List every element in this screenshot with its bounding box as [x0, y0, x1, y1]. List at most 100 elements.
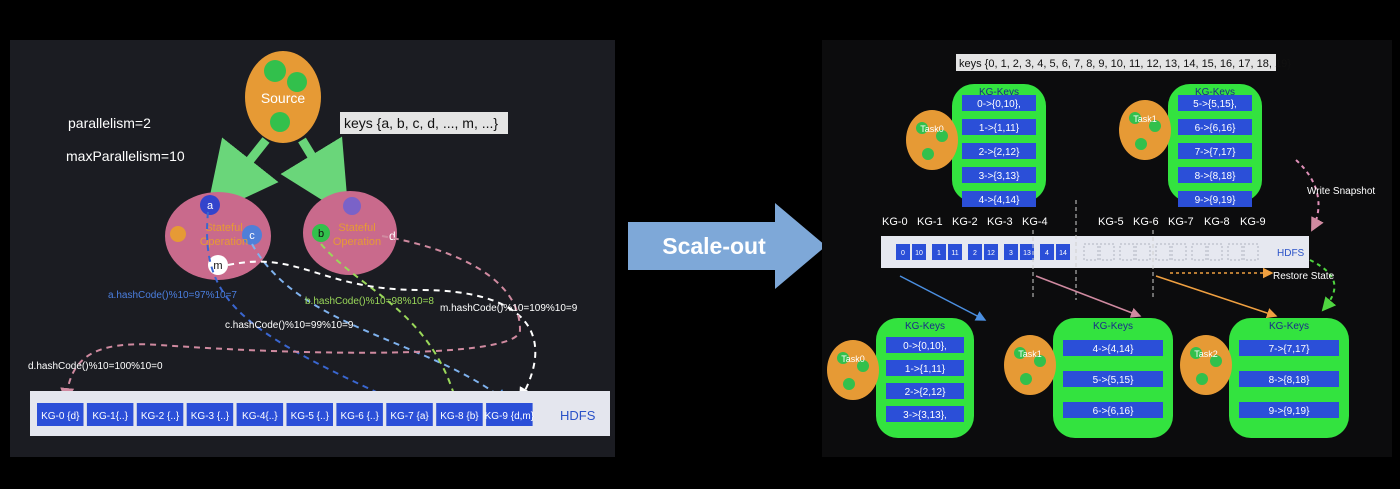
kg-key-row-label: 7->{7,17} [1195, 147, 1237, 158]
left-panel: Source parallelism=2 maxParallelism=10 k… [10, 40, 615, 457]
hdfs-empty-cell [1155, 243, 1171, 261]
right-hdfs-label: HDFS [1277, 248, 1305, 259]
kg-keys-title: KG-Keys [1093, 321, 1133, 332]
task-group-top-task0: KG-Keys0->{0,10},1->{1,11}2->{2,12}3->{3… [906, 84, 1046, 207]
hdfs-empty-cell [1099, 243, 1115, 261]
kg-label: KG-6 [1133, 216, 1159, 228]
kg-key-row-label: 3->{3,13}, [903, 410, 947, 421]
kg-cell: KG-9 {d,m} [485, 403, 535, 426]
kg-key-row-label: 5->{5,15} [1093, 375, 1135, 386]
hdfs-cell-label: 1 [937, 250, 941, 257]
kg-cell: KG-7 {a} [386, 403, 433, 426]
kg-key-row-label: 4->{4,14} [1093, 344, 1135, 355]
kg-key-row [962, 191, 1036, 207]
task-node: Task0 [827, 340, 879, 400]
kg-keys-title: KG-Keys [979, 87, 1019, 98]
restore-line-task2 [1155, 275, 1278, 319]
key-c-badge: c [249, 230, 255, 242]
kg-keys-title: KG-Keys [1195, 87, 1235, 98]
kg-label: KG-0 [882, 216, 908, 228]
kg-label: KG-3 [987, 216, 1013, 228]
source-to-op2-arrow [280, 136, 349, 217]
task-node: Task0 [906, 110, 958, 170]
hdfs-empty-cell [1227, 243, 1243, 261]
kg-cell-label: KG-7 {a} [390, 411, 429, 422]
kg-label: KG-1 [917, 216, 943, 228]
kg-key-row [886, 383, 964, 399]
key-a-badge: a [207, 200, 214, 212]
source-node: Source [245, 51, 321, 143]
kg-key-row-label: 8->{8,18} [1195, 171, 1237, 182]
kg-key-row [962, 143, 1036, 159]
key-b-badge: b [318, 228, 324, 240]
op1-label-line2: Operation [200, 236, 248, 248]
right-panel: keys {0, 1, 2, 3, 4, 5, 6, 7, 8, 9, 10, … [822, 40, 1392, 457]
kg-key-row-label: 0->{0,10}, [903, 341, 947, 352]
task-label: Task2 [1194, 349, 1218, 359]
kg-key-row [1063, 340, 1163, 356]
kg-cell-label: KG-2 {..} [141, 411, 180, 422]
kg-key-row-label: 1->{1,11} [905, 364, 946, 375]
max-parallelism-label: maxParallelism=10 [66, 148, 185, 164]
hdfs-cell [912, 244, 926, 260]
kg-label: KG-4 [1022, 216, 1048, 228]
hdfs-empty-cell [1083, 243, 1099, 261]
hdfs-cell-label: 3 [1009, 250, 1013, 257]
kg-label: KG-9 [1240, 216, 1266, 228]
right-hdfs-empty-cells [1083, 243, 1259, 261]
hdfs-cell [948, 244, 962, 260]
kg-key-row-label: 9->{9,19} [1195, 195, 1237, 206]
hdfs-cell-label: 0 [901, 250, 905, 257]
hdfs-cell-label: 11 [951, 250, 958, 257]
kg-cell-label: KG-8 {b} [440, 411, 479, 422]
kg-key-row-label: 6->{6,16} [1195, 123, 1237, 134]
kg-key-row-label: 2->{2,12} [979, 147, 1021, 158]
kg-cell-label: KG-3 {..} [191, 411, 230, 422]
kg-key-row-label: 6->{6,16} [1093, 406, 1135, 417]
scale-out-label: Scale-out [662, 233, 766, 259]
hash-a-label: a.hashCode()%10=97%10=7 [108, 290, 237, 301]
hdfs-empty-cell [1191, 243, 1207, 261]
kg-key-row-label: 8->{8,18} [1269, 375, 1311, 386]
keys-label: keys {a, b, c, d, ..., m, ...} [344, 115, 498, 131]
kg-cell-label: KG-0 {d} [41, 411, 80, 422]
route-c [251, 243, 509, 404]
kg-label: KG-2 [952, 216, 978, 228]
hdfs-cell-label: 10 [915, 250, 923, 257]
task-group-top-task1: KG-Keys5->{5,15},6->{6,16}7->{7,17}8->{8… [1119, 84, 1262, 207]
kg-key-row [1063, 371, 1163, 387]
hdfs-cell [1040, 244, 1054, 260]
hdfs-empty-cell [1207, 243, 1223, 261]
kg-cell: KG-1{..} [86, 403, 134, 426]
hdfs-cell [896, 244, 910, 260]
task-label: Task1 [1133, 114, 1157, 124]
hdfs-empty-cell [1119, 243, 1135, 261]
task-label: Task0 [920, 124, 944, 134]
hdfs-empty-cell [1243, 243, 1259, 261]
kg-label: KG-5 [1098, 216, 1124, 228]
kg-key-row [886, 337, 964, 353]
hdfs-cell [968, 244, 982, 260]
key-d-label: d [389, 229, 396, 243]
stateful-operator-2: b Stateful Operation d [303, 191, 397, 275]
kg-key-row [1239, 371, 1339, 387]
stateful-operator-1: a c m Stateful Operation [165, 192, 271, 280]
kg-keys-title: KG-Keys [1269, 321, 1309, 332]
kg-cell-label: KG-6 {..} [340, 411, 379, 422]
scale-out-arrow: Scale-out [628, 203, 826, 289]
kg-key-row [962, 167, 1036, 183]
kg-cell: KG-3 {..} [186, 403, 234, 426]
kg-cell-label: KG-4{..} [242, 411, 278, 422]
kg-key-row-label: 2->{2,12} [905, 387, 947, 398]
state-dot [170, 226, 186, 242]
kg-label: KG-7 [1168, 216, 1194, 228]
hdfs-empty-cell [1171, 243, 1187, 261]
kg-key-row [1239, 340, 1339, 356]
hash-m-label: m.hashCode()%10=109%10=9 [440, 303, 578, 314]
hdfs-cell-label: 13 [1023, 250, 1031, 257]
parallelism-label: parallelism=2 [68, 115, 151, 131]
hdfs-cell-label: 4 [1045, 250, 1049, 257]
kg-cell-label: KG-1{..} [92, 411, 128, 422]
